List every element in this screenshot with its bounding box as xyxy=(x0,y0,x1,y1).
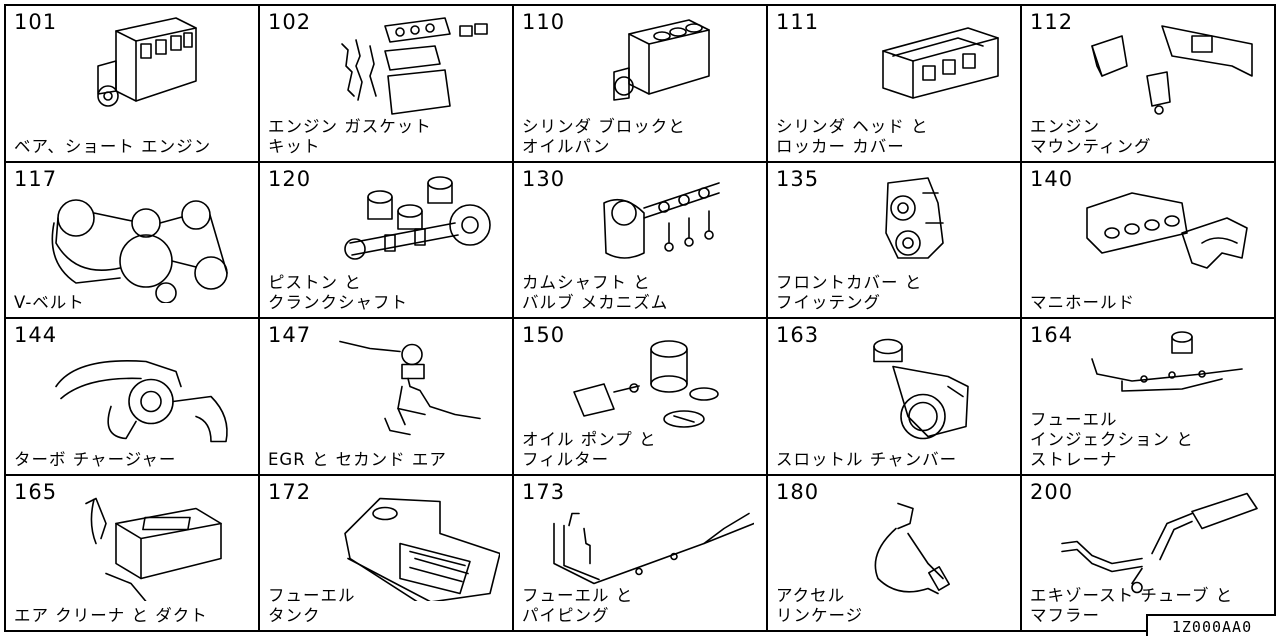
cylinder-block-illustration xyxy=(613,19,710,101)
section-label: フューエルタンク xyxy=(268,586,356,625)
section-150-cell[interactable]: 150 オイル ポンプ とフィルター xyxy=(514,319,768,476)
turbo-charger-illustration xyxy=(55,360,228,443)
section-number: 200 xyxy=(1030,479,1074,504)
section-label: エア クリーナ と ダクト xyxy=(14,606,208,625)
section-120-cell[interactable]: 120 ピストン とクランクシャフト xyxy=(260,162,514,319)
section-label: V-ベルト xyxy=(14,293,85,312)
section-173-cell[interactable]: 173 フューエル とパイピング xyxy=(514,475,768,632)
section-label: エンジンマウンティング xyxy=(1030,116,1152,156)
section-101-cell[interactable]: 101 ベア、ショート エンジン xyxy=(6,6,260,163)
section-label: ピストン とクランクシャフト xyxy=(268,273,408,312)
piston-crankshaft-illustration xyxy=(344,175,491,260)
section-number: 150 xyxy=(522,323,566,347)
section-112-cell[interactable]: 112 エンジンマウンティング xyxy=(1022,6,1276,163)
section-147-cell[interactable]: 147 EGR と セカンド エア xyxy=(260,319,514,476)
section-number: 180 xyxy=(776,479,820,504)
accelerator-linkage-illustration xyxy=(874,502,950,594)
section-number: 101 xyxy=(14,10,58,34)
section-144-cell[interactable]: 144 ターボ チャージャー xyxy=(6,319,260,476)
section-label: オイル ポンプ とフィルター xyxy=(522,429,657,469)
section-number: 110 xyxy=(522,10,566,34)
section-111-cell[interactable]: 111 シリンダ ヘッド とロッカー カバー xyxy=(768,6,1022,163)
air-cleaner-illustration xyxy=(85,497,222,601)
short-engine-illustration xyxy=(97,17,197,107)
section-172-cell[interactable]: 172 フューエルタンク xyxy=(260,475,514,632)
section-label: シリンダ ヘッド とロッカー カバー xyxy=(776,116,929,156)
section-label: EGR と セカンド エア xyxy=(268,449,447,469)
section-102-cell[interactable]: 102 エンジン ガスケットキット xyxy=(260,6,514,163)
section-number: 112 xyxy=(1030,10,1074,34)
section-164-cell[interactable]: 164 フューエルインジェクション とストレーナ xyxy=(1022,319,1276,476)
section-number: 140 xyxy=(1030,166,1074,191)
section-label: カムシャフト とバルブ メカニズム xyxy=(522,273,669,312)
section-180-cell[interactable]: 180 アクセルリンケージ xyxy=(768,475,1022,632)
section-140-cell[interactable]: 140 マニホールド xyxy=(1022,162,1276,319)
section-number: 130 xyxy=(522,166,566,191)
exhaust-muffler-illustration xyxy=(1061,492,1258,593)
section-number: 117 xyxy=(14,166,58,191)
section-label: ターボ チャージャー xyxy=(14,449,177,469)
section-number: 144 xyxy=(14,323,58,347)
section-number: 164 xyxy=(1030,323,1074,347)
section-label: マニホールド xyxy=(1030,293,1135,312)
camshaft-valve-illustration xyxy=(603,181,720,259)
section-label: エキゾースト チューブ とマフラー xyxy=(1030,586,1234,625)
section-number: 173 xyxy=(522,479,566,504)
oil-pump-filter-illustration xyxy=(573,340,719,428)
v-belt-illustration xyxy=(51,198,228,303)
section-number: 147 xyxy=(268,323,312,347)
section-label: ベア、ショート エンジン xyxy=(14,136,212,156)
section-number: 172 xyxy=(268,479,312,504)
manifold-illustration xyxy=(1086,191,1248,269)
section-number: 120 xyxy=(268,166,312,191)
section-label: シリンダ ブロックとオイルパン xyxy=(522,116,686,156)
egr-secondary-air-illustration xyxy=(339,340,481,436)
fuel-tank-illustration xyxy=(344,497,500,601)
section-number: 165 xyxy=(14,479,58,504)
diagram-code-box: 1Z000AA0 xyxy=(1146,614,1276,636)
front-cover-illustration xyxy=(885,176,944,259)
fuel-injection-illustration xyxy=(1091,331,1243,392)
engine-mounting-illustration xyxy=(1091,25,1253,115)
section-number: 135 xyxy=(776,166,820,191)
section-130-cell[interactable]: 130 カムシャフト とバルブ メカニズム xyxy=(514,162,768,319)
section-number: 163 xyxy=(776,323,820,347)
section-200-cell[interactable]: 200 エキゾースト チューブ とマフラー xyxy=(1022,475,1276,632)
throttle-chamber-illustration xyxy=(873,338,969,440)
section-label: フロントカバー とフイッテング xyxy=(776,273,923,312)
section-163-cell[interactable]: 163 スロットル チャンバー xyxy=(768,319,1022,476)
fuel-piping-illustration xyxy=(553,512,754,584)
section-label: フューエルインジェクション とストレーナ xyxy=(1030,409,1194,469)
section-label: フューエル とパイピング xyxy=(522,586,634,625)
section-165-cell[interactable]: 165 エア クリーナ と ダクト xyxy=(6,475,260,632)
parts-catalog-grid: 101 ベア、ショート エンジン 102 エンジン ガスケットキット xyxy=(4,4,1276,632)
section-label: スロットル チャンバー xyxy=(776,449,958,469)
gasket-kit-illustration xyxy=(341,17,488,115)
cylinder-head-illustration xyxy=(882,27,999,99)
section-label: アクセルリンケージ xyxy=(776,586,864,625)
section-110-cell[interactable]: 110 シリンダ ブロックとオイルパン xyxy=(514,6,768,163)
section-label: エンジン ガスケットキット xyxy=(268,116,432,156)
section-number: 111 xyxy=(776,10,820,34)
section-117-cell[interactable]: 117 V-ベルト xyxy=(6,162,260,319)
section-135-cell[interactable]: 135 フロントカバー とフイッテング xyxy=(768,162,1022,319)
section-number: 102 xyxy=(268,10,312,34)
